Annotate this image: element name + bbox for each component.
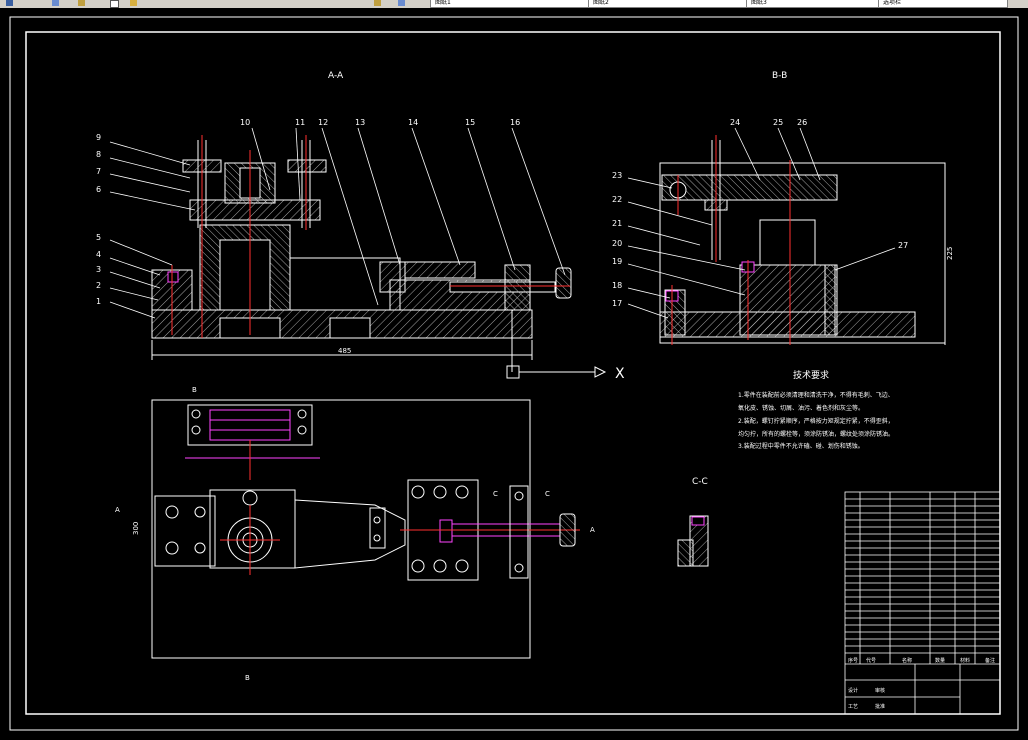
- layers-icon-2[interactable]: [374, 0, 381, 6]
- inner-border: [25, 31, 1001, 715]
- section-cc-view: C-C: [677, 477, 709, 567]
- tab-drawing-2[interactable]: 图纸2: [588, 0, 748, 8]
- tech-title: 技术要求: [793, 369, 829, 381]
- plan-cut-b-top: B: [192, 386, 197, 394]
- tech-note-3: 2.装配，螺钉拧紧顺序，严格按力矩规定拧紧，不得歪斜，: [738, 417, 894, 425]
- layers-icon[interactable]: [78, 0, 85, 6]
- part-num-12: 12: [318, 118, 328, 127]
- part-num-25: 25: [773, 118, 783, 127]
- plan-view: B B A A 300: [115, 386, 595, 682]
- plan-cut-c1: C: [493, 490, 498, 498]
- section-bb-label: B-B: [772, 71, 787, 81]
- tb-footer-2: 审核: [875, 687, 885, 694]
- dim-length: 485: [338, 347, 351, 355]
- title-block: 序号 代号 名称 数量 材料 备注 设计 审核 工艺 批准: [844, 491, 1001, 715]
- outer-border: [9, 16, 1019, 731]
- tab-drawing-4[interactable]: 选项栏: [878, 0, 1008, 8]
- tech-note-4: 均匀拧，所有的螺栓等，须涂防锈油，螺纹处须涂防锈油。: [738, 430, 894, 438]
- plan-cut-b-bottom: B: [245, 674, 250, 682]
- part-num-16: 16: [510, 118, 520, 127]
- tech-note-1: 1.零件在装配前必须清理和清洗干净，不得有毛刺、飞边、: [738, 391, 894, 399]
- plan-cut-a-right: A: [590, 526, 595, 534]
- part-num-9: 9: [96, 133, 101, 142]
- dim-plan-width: 300: [132, 522, 140, 535]
- cube-icon-2[interactable]: [398, 0, 405, 6]
- part-num-14: 14: [408, 118, 418, 127]
- plan-cut-a-left: A: [115, 506, 120, 514]
- section-aa-view: A-A: [151, 71, 625, 382]
- part-num-11: 11: [295, 118, 305, 127]
- open-icon[interactable]: [130, 0, 137, 6]
- part-num-5: 5: [96, 233, 101, 242]
- bom-rows: [845, 498, 1000, 654]
- tb-col-1: 序号: [848, 657, 858, 664]
- part-labels-top: 10 11 12 13 14 15 16: [240, 118, 566, 306]
- tb-col-4: 数量: [935, 657, 945, 664]
- tab-drawing-1[interactable]: 图纸1: [430, 0, 590, 8]
- tech-note-2: 氧化皮、锈蚀、切屑、油污、着色剂和灰尘等。: [738, 404, 864, 412]
- file-icon[interactable]: [110, 0, 119, 8]
- part-num-3: 3: [96, 265, 101, 274]
- part-num-7: 7: [96, 167, 101, 176]
- part-num-22: 22: [612, 195, 622, 204]
- tb-footer-4: 批准: [875, 703, 885, 710]
- part-num-8: 8: [96, 150, 101, 159]
- part-labels-left: 9 8 7 6 5 4 3 2 1: [96, 133, 196, 319]
- part-num-23: 23: [612, 171, 622, 180]
- part-num-17: 17: [612, 299, 622, 308]
- part-num-4: 4: [96, 250, 101, 259]
- tab-drawing-3[interactable]: 图纸3: [746, 0, 881, 8]
- view-arrow-label: X: [615, 366, 625, 382]
- tech-requirements: 技术要求 1.零件在装配前必须清理和清洗干净，不得有毛刺、飞边、 氧化皮、锈蚀、…: [738, 369, 894, 450]
- part-num-20: 20: [612, 239, 622, 248]
- part-num-13: 13: [355, 118, 365, 127]
- section-bb-view: B-B 225: [659, 71, 954, 345]
- section-aa-label: A-A: [328, 71, 344, 81]
- part-labels-bb: 24 25 26 23 22 21 20 19 18 17 27: [612, 118, 908, 319]
- part-num-6: 6: [96, 185, 101, 194]
- tb-col-6: 备注: [985, 657, 995, 664]
- tb-col-2: 代号: [866, 657, 876, 664]
- part-num-10: 10: [240, 118, 250, 127]
- plan-cut-c2: C: [545, 490, 550, 498]
- part-num-19: 19: [612, 257, 622, 266]
- part-num-27: 27: [898, 241, 908, 250]
- tb-col-5: 材料: [960, 657, 970, 664]
- part-num-21: 21: [612, 219, 622, 228]
- cube-icon[interactable]: [52, 0, 59, 6]
- part-num-15: 15: [465, 118, 475, 127]
- tech-note-5: 3.装配过程中零件不允许磕、碰、划伤和锈蚀。: [738, 442, 864, 450]
- part-num-24: 24: [730, 118, 740, 127]
- part-num-26: 26: [797, 118, 807, 127]
- cad-drawing: A-A: [9, 16, 1019, 731]
- tb-footer-3: 工艺: [848, 704, 858, 710]
- tb-footer-1: 设计: [848, 687, 858, 694]
- part-num-18: 18: [612, 281, 622, 290]
- dim-height-bb: 225: [946, 247, 954, 260]
- drawing-canvas[interactable]: A-A: [0, 8, 1028, 736]
- tb-col-3: 名称: [902, 657, 912, 664]
- section-cc-label: C-C: [692, 477, 708, 487]
- part-num-1: 1: [96, 297, 101, 306]
- app-icon[interactable]: [6, 0, 13, 6]
- part-num-2: 2: [96, 281, 101, 290]
